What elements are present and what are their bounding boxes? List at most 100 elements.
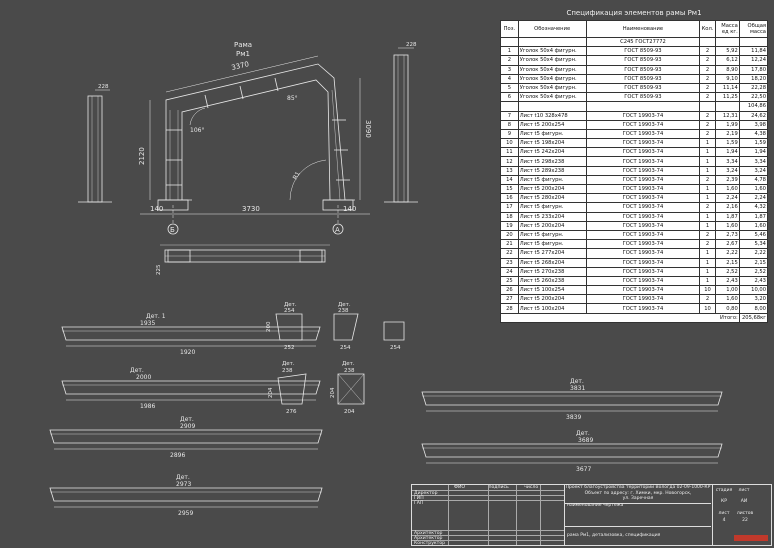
spec-cell-mass: 2,73 bbox=[714, 229, 740, 241]
spec-cell-total: 3,24 bbox=[738, 165, 769, 176]
stamp-sheets-number: 22 bbox=[742, 518, 748, 523]
spec-cell-mass: 2,16 bbox=[714, 202, 740, 213]
stamp-role: ГАП bbox=[414, 501, 424, 506]
spec-cell-pos: 17 bbox=[500, 202, 519, 213]
spec-cell-qty: 1 bbox=[699, 138, 716, 149]
spec-cell-des: Уголок 50x4 фигурн. bbox=[517, 82, 587, 94]
detail-3-top: 2909 bbox=[180, 423, 195, 430]
spec-cell-pos: 11 bbox=[500, 147, 519, 158]
spec-cell-name: ГОСТ 8509-93 bbox=[585, 73, 701, 84]
plate-4-d3: 204 bbox=[344, 409, 355, 415]
spec-cell-qty: 1 bbox=[699, 257, 716, 268]
stamp-sheet-name: рама Рм1, детализовка, спецификация bbox=[567, 533, 661, 538]
spec-cell-total: 12,24 bbox=[738, 55, 769, 66]
plate-4-d1: 238 bbox=[344, 368, 355, 374]
spec-cell-pos: 12 bbox=[500, 156, 519, 167]
spec-cell-des: Лист t5 200x204 bbox=[517, 220, 587, 231]
spec-cell-total: 2,43 bbox=[738, 275, 769, 287]
spec-cell-pos: 20 bbox=[500, 229, 519, 241]
dim-plan-side: 225 bbox=[156, 264, 162, 275]
side-view-left bbox=[78, 89, 112, 203]
stamp-divider bbox=[516, 485, 517, 545]
spec-cell-mass: 6,12 bbox=[714, 55, 740, 66]
detail-3-bottom: 2896 bbox=[170, 452, 185, 459]
spec-cell-total: 3,34 bbox=[738, 156, 769, 167]
spec-header-name: Наименование bbox=[585, 20, 701, 38]
spec-cell-name: ГОСТ 19903-74 bbox=[585, 156, 701, 167]
spec-cell-des: Лист t5 277x204 bbox=[517, 248, 587, 259]
spec-cell-pos: 18 bbox=[500, 211, 519, 222]
dim-radius: R1 bbox=[292, 170, 302, 181]
detail-2-label: Дет. bbox=[130, 367, 144, 374]
spec-cell-qty: 2 bbox=[699, 55, 716, 66]
spec-steel: С245 ГОСТ27772 bbox=[585, 36, 701, 48]
spec-header-total: Общая масса bbox=[738, 20, 769, 38]
spec-cell-des: Лист t5 200x204 bbox=[517, 183, 587, 195]
side-view-right bbox=[384, 47, 418, 203]
spec-cell-total: 3,98 bbox=[738, 119, 769, 130]
dim-height-right: 3090 bbox=[364, 120, 372, 138]
plate-2-label: Дет. bbox=[338, 302, 351, 308]
plate-3-d1: 238 bbox=[282, 368, 293, 374]
spec-cell-pos: 27 bbox=[500, 294, 519, 305]
spec-cell-des: Уголок 50x4 фигурн. bbox=[517, 64, 587, 75]
spec-cell-mass: 3,24 bbox=[714, 165, 740, 176]
spec-cell-qty: 2 bbox=[699, 110, 716, 121]
detail-6-label: Дет. bbox=[576, 430, 590, 437]
stamp-divider bbox=[540, 485, 541, 545]
spec-cell-des: Лист t5 200x204 bbox=[517, 294, 587, 305]
spec-cell-name: ГОСТ 19903-74 bbox=[585, 193, 701, 204]
detail-1-label: Дет. 1 bbox=[146, 313, 166, 320]
spec-cell-des: Уголок 50x4 фигурн. bbox=[517, 92, 587, 103]
spec-cell-mass: 11,25 bbox=[714, 92, 740, 103]
spec-cell-mass: 11,14 bbox=[714, 82, 740, 94]
spec-cell-total: 18,20 bbox=[738, 73, 769, 84]
spec-cell-total: 11,84 bbox=[738, 46, 769, 57]
spec-cell-total: 1,87 bbox=[738, 211, 769, 222]
spec-cell-qty: 2 bbox=[699, 174, 716, 186]
spec-cell-total: 2,24 bbox=[738, 193, 769, 204]
spec-cell-name: ГОСТ 19903-74 bbox=[585, 239, 701, 250]
spec-cell-pos: 4 bbox=[500, 73, 519, 84]
spec-cell-des: Лист t5 фигурн. bbox=[517, 174, 587, 186]
plate-2-d3: 254 bbox=[390, 345, 401, 351]
spec-cell-name: ГОСТ 8509-93 bbox=[585, 92, 701, 103]
spec-cell-des: Лист t5 100x204 bbox=[517, 303, 587, 314]
plate-3-label: Дет. bbox=[282, 361, 295, 367]
spec-cell-total: 1,60 bbox=[738, 220, 769, 231]
spec-cell-total: 2,22 bbox=[738, 248, 769, 259]
spec-cell-des: Лист t5 233x204 bbox=[517, 211, 587, 222]
spec-cell-des: Уголок 50x4 фигурн. bbox=[517, 73, 587, 84]
dim-angle-left: 106° bbox=[190, 127, 204, 134]
spec-cell-name: ГОСТ 19903-74 bbox=[585, 303, 701, 314]
spec-cell-des: Лист t5 270x238 bbox=[517, 266, 587, 277]
spec-cell-mass: 2,67 bbox=[714, 239, 740, 250]
spec-header-des: Обозначение bbox=[517, 20, 587, 38]
spec-cell-total: 10,00 bbox=[738, 285, 769, 296]
spec-cell-pos: 13 bbox=[500, 165, 519, 176]
spec-cell-pos: 16 bbox=[500, 193, 519, 204]
detail-6-bottom: 3677 bbox=[576, 466, 591, 473]
spec-cell-pos: 28 bbox=[500, 303, 519, 314]
spec-cell-des: Уголок 50x4 фигурн. bbox=[517, 55, 587, 66]
dim-width-bottom: 3730 bbox=[242, 205, 260, 213]
dim-side-right: 228 bbox=[406, 42, 417, 48]
stamp-col-fio: ФИО bbox=[454, 485, 466, 490]
dim-height-left: 2120 bbox=[138, 147, 146, 165]
stamp-project-code: Проект благоустройства территории Вологд… bbox=[565, 485, 711, 490]
spec-cell-name: ГОСТ 19903-74 bbox=[585, 229, 701, 241]
spec-cell-total: 22,50 bbox=[738, 92, 769, 103]
spec-total-value: 205,68кг bbox=[738, 312, 769, 323]
plate-1-label: Дет. bbox=[284, 302, 297, 308]
